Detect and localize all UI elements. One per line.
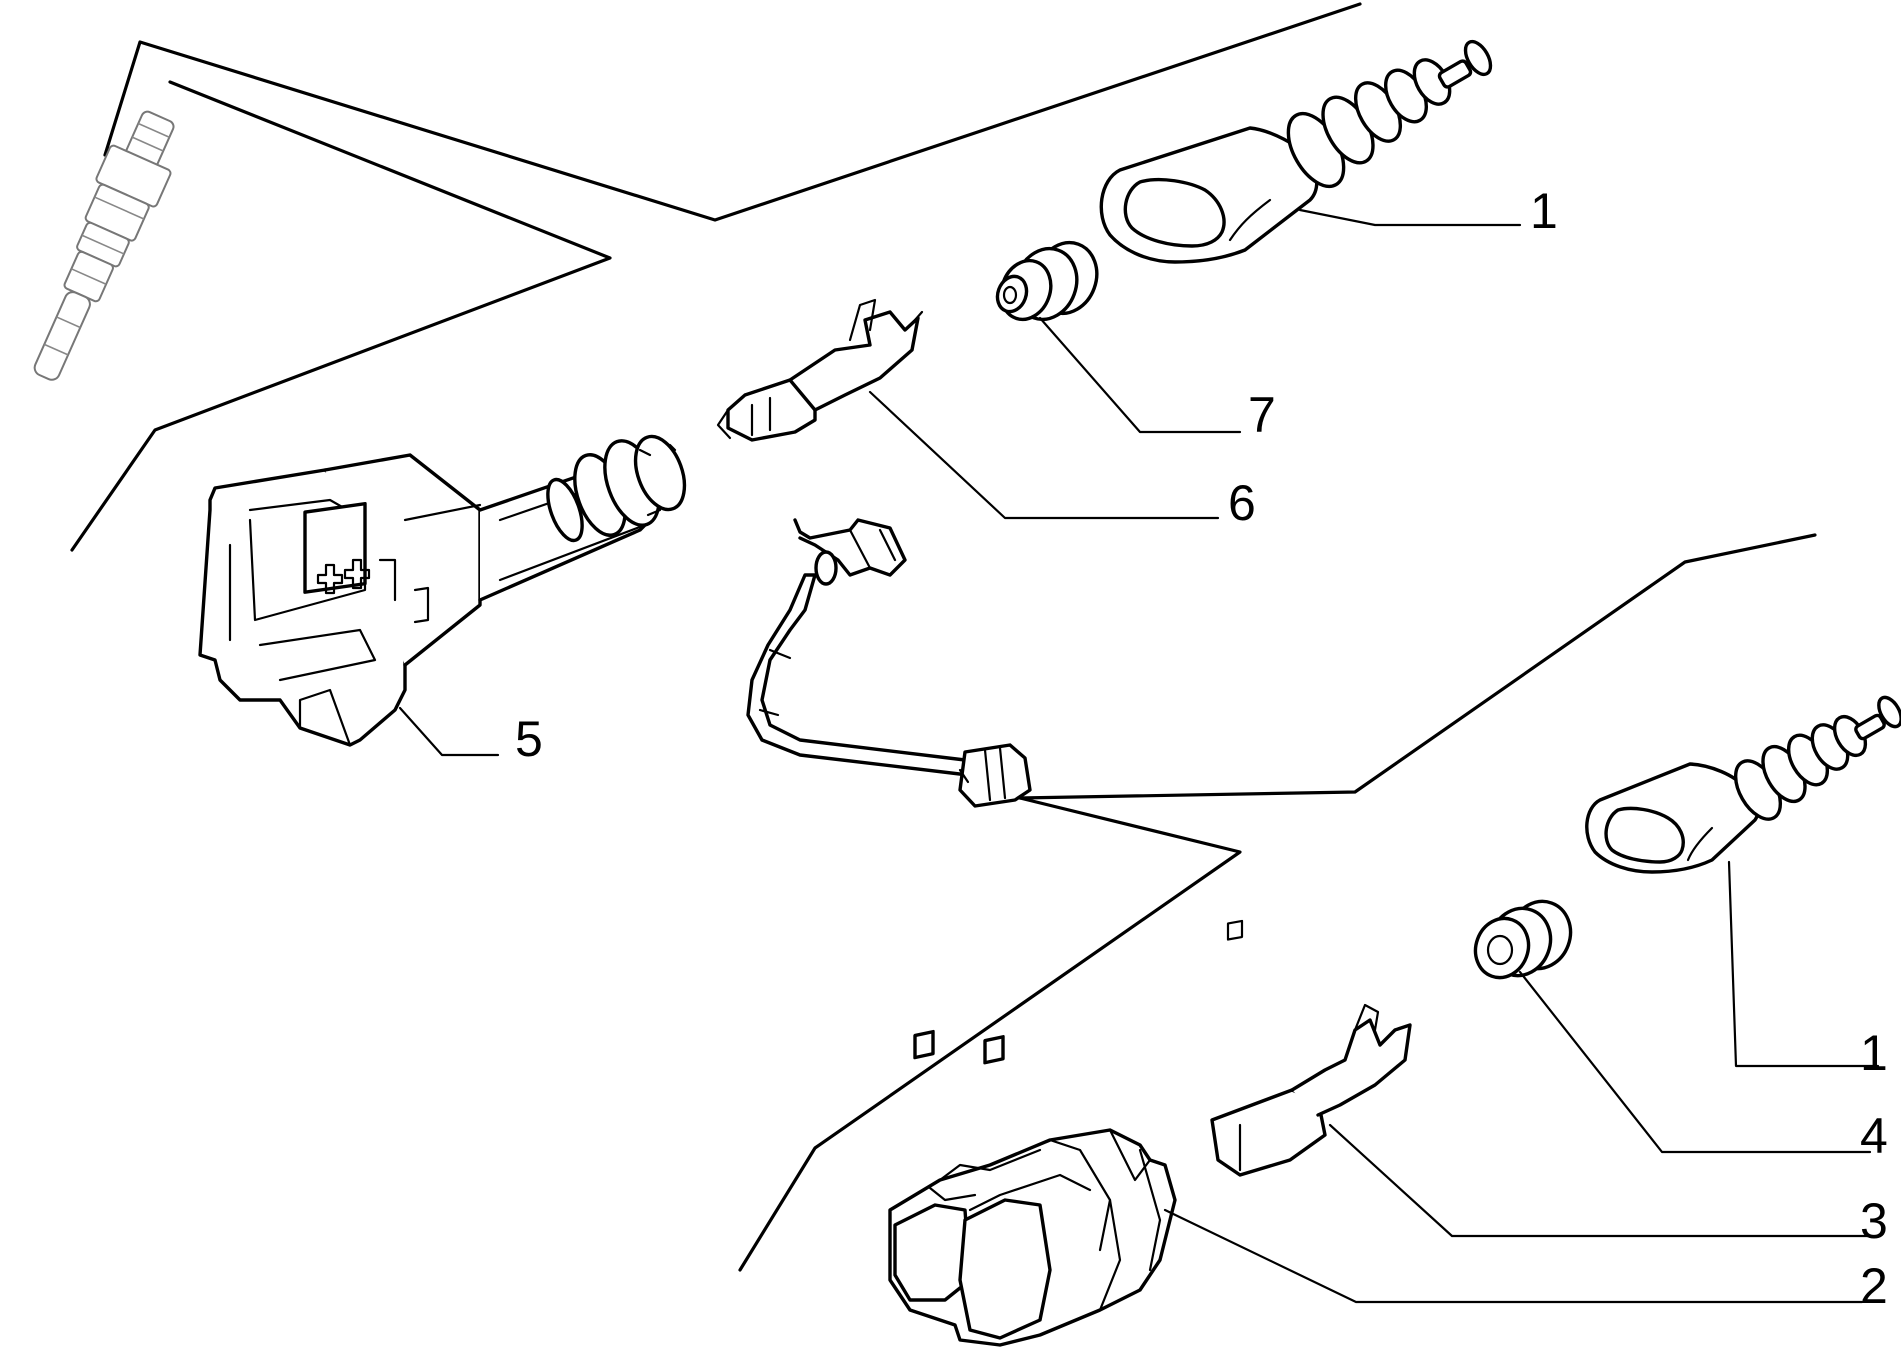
callout-grommet-upper: 7 [1248,387,1276,443]
rubber-boot-upper [1099,39,1493,264]
crimp-terminal-upper [716,298,924,442]
grommet-upper [995,240,1099,322]
crimp-terminal-lower [1210,919,1412,1177]
callout-terminal-lower: 3 [1860,1193,1888,1249]
wiring-lead [746,518,1032,808]
grommet-lower [1473,899,1573,980]
callout-terminal-upper: 6 [1228,475,1256,531]
callout-boot-upper: 1 [1530,183,1558,239]
callout-injector-connector: 5 [515,711,543,767]
leader-lines [398,208,1880,1304]
callout-labels: 1 7 6 5 1 4 3 2 [515,183,1888,1314]
rubber-boot-lower [1585,695,1901,874]
injector-ghost-image [33,110,175,381]
two-way-connector [888,1029,1177,1347]
callout-boot-lower: 1 [1860,1025,1888,1081]
callout-grommet-lower: 4 [1860,1108,1888,1164]
callout-two-way-connector: 2 [1860,1258,1888,1314]
injector-connector [198,434,687,747]
group-outline-lines [70,2,1817,1272]
